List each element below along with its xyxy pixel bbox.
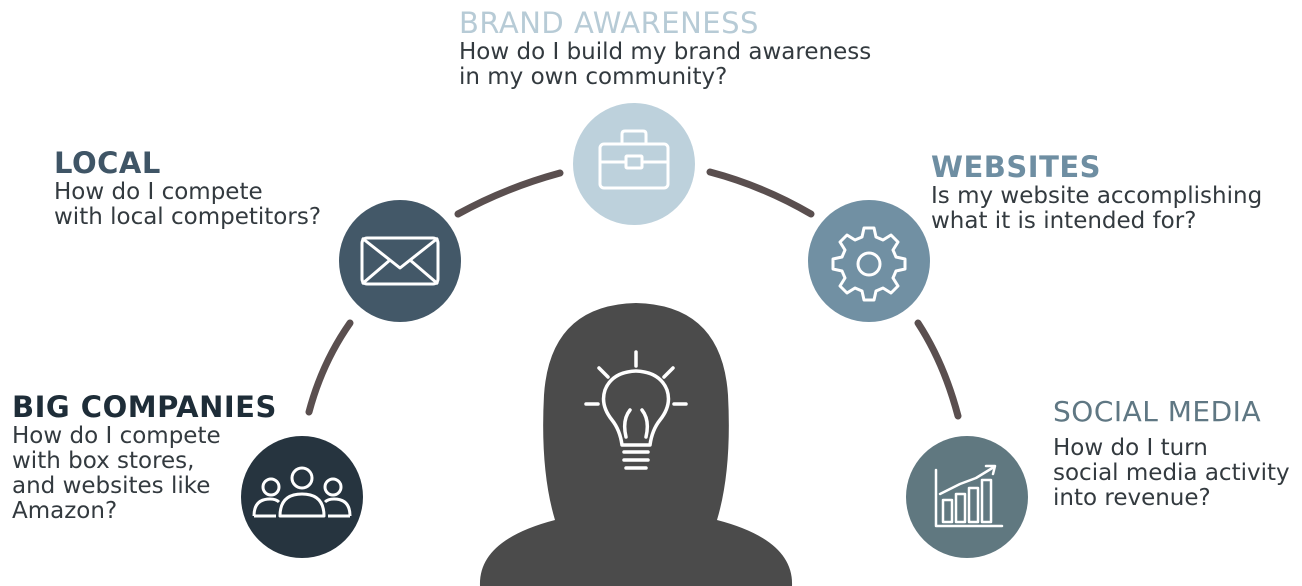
gear-icon	[831, 226, 907, 302]
local-circle	[339, 200, 461, 322]
topic-local: LOCAL How do I compete with local compet…	[54, 146, 374, 230]
topic-social-media: SOCIAL MEDIA How do I turn social media …	[1053, 396, 1301, 511]
websites-question: Is my website accomplishing what it is i…	[931, 184, 1291, 234]
social-media-question-line1: How do I turn	[1053, 435, 1208, 461]
arc-segment-big-local	[305, 319, 354, 416]
brand-awareness-title: BRAND AWARENESS	[459, 6, 759, 40]
growth-chart-icon	[934, 464, 1004, 528]
websites-circle	[808, 200, 930, 322]
social-media-question-line2: social media activity	[1053, 460, 1290, 486]
social-media-question-line3: into revenue?	[1053, 485, 1211, 511]
big-companies-question-line1: How do I compete	[12, 423, 221, 449]
brand-awareness-question: How do I build my brand awareness in my …	[459, 40, 929, 90]
big-companies-question-line2: with box stores,	[12, 448, 195, 474]
brand-awareness-circle	[573, 103, 695, 225]
big-companies-question-line3: and websites like	[12, 473, 211, 499]
websites-question-line2: what it is intended for?	[931, 208, 1197, 234]
arc-segment-local-brand	[454, 169, 564, 218]
local-question: How do I compete with local competitors?	[54, 180, 374, 230]
local-question-line2: with local competitors?	[54, 204, 322, 230]
topic-websites: WEBSITES Is my website accomplishing wha…	[931, 150, 1291, 234]
brand-awareness-question-line1: How do I build my brand awareness	[459, 39, 872, 65]
envelope-icon	[360, 236, 440, 286]
websites-title: WEBSITES	[931, 150, 1102, 184]
big-companies-circle	[241, 436, 363, 558]
local-title: LOCAL	[54, 146, 161, 180]
arc-segment-websites-social	[914, 319, 962, 420]
topic-big-companies: BIG COMPANIES How do I compete with box …	[12, 390, 302, 524]
social-media-circle	[906, 436, 1028, 558]
social-media-title: SOCIAL MEDIA	[1053, 395, 1262, 428]
websites-question-line1: Is my website accomplishing	[931, 183, 1263, 209]
briefcase-icon	[598, 129, 670, 190]
people-icon	[252, 466, 352, 518]
social-media-question: How do I turn social media activity into…	[1053, 436, 1301, 511]
big-companies-question: How do I compete with box stores, and we…	[12, 424, 302, 524]
connector-arc	[305, 168, 962, 420]
brand-awareness-question-line2: in my own community?	[459, 64, 728, 90]
lightbulb-icon	[584, 350, 688, 470]
topic-brand-awareness: BRAND AWARENESS How do I build my brand …	[459, 6, 929, 90]
local-question-line1: How do I compete	[54, 179, 263, 205]
big-companies-title: BIG COMPANIES	[12, 390, 277, 424]
big-companies-question-line4: Amazon?	[12, 498, 118, 524]
arc-segment-brand-websites	[706, 168, 815, 218]
